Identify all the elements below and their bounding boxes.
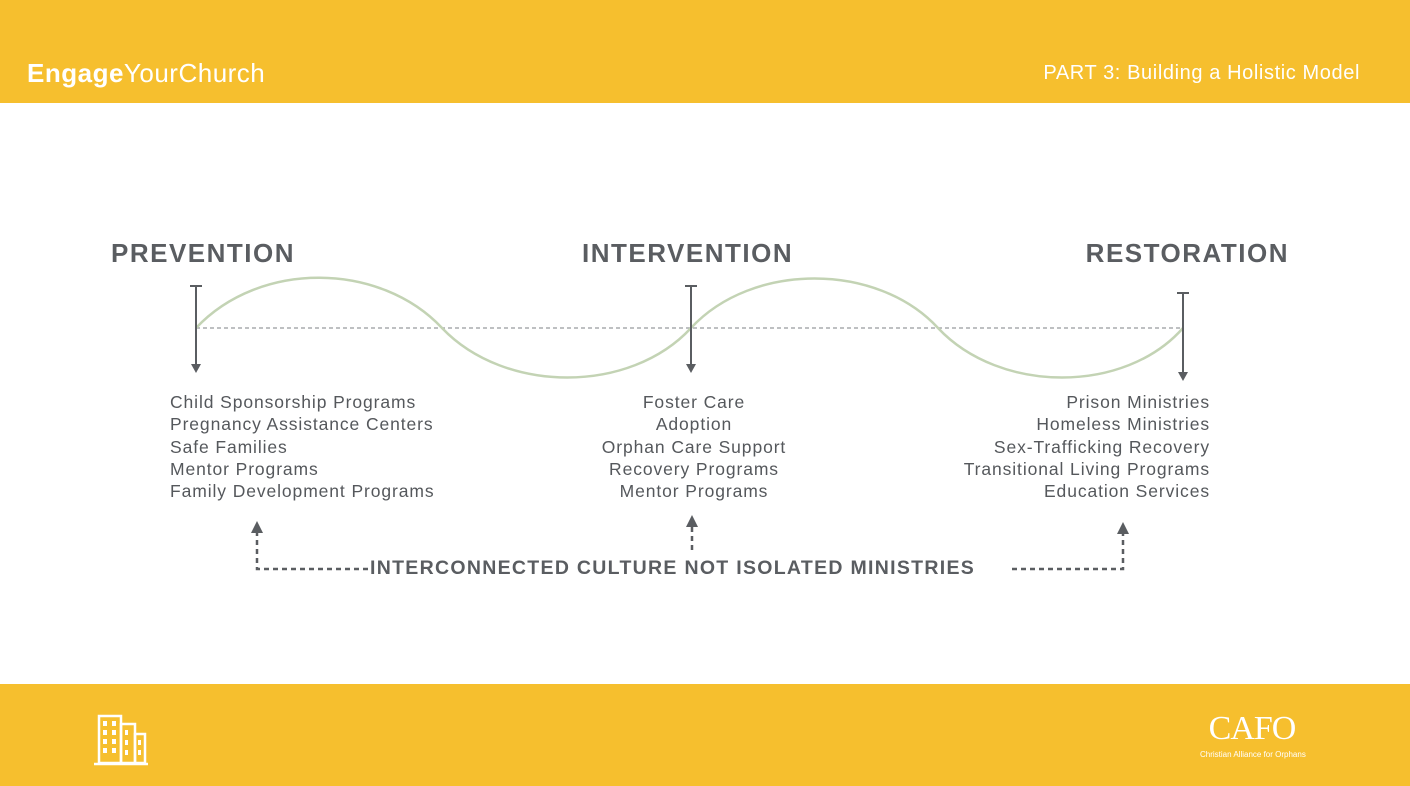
- marker-prevention: [190, 285, 202, 373]
- list-item: Mentor Programs: [619, 481, 769, 502]
- connector-arrow-middle: [686, 515, 698, 527]
- building-icon: [94, 714, 148, 766]
- marker-restoration: [1177, 292, 1189, 381]
- list-item: Recovery Programs: [609, 458, 779, 479]
- list-item: Safe Families: [170, 436, 288, 457]
- brand-bold: Engage: [27, 58, 124, 88]
- header-bar: [0, 0, 1410, 103]
- list-item: Orphan Care Support: [601, 436, 787, 457]
- list-item: Adoption: [655, 414, 733, 435]
- heading-prevention: PREVENTION: [111, 238, 296, 268]
- heading-restoration: RESTORATION: [1085, 238, 1289, 268]
- list-item: Homeless Ministries: [1036, 414, 1210, 435]
- brand-light: YourChurch: [123, 58, 266, 88]
- connector-arrow-left: [251, 521, 263, 533]
- footer-bar: [0, 684, 1410, 786]
- marker-intervention: [685, 285, 697, 373]
- cafo-tagline: Christian Alliance for Orphans: [1200, 750, 1306, 759]
- list-item: Pregnancy Assistance Centers: [170, 414, 434, 435]
- connector-arrow-right: [1117, 522, 1129, 534]
- cafo-logo: CAFO: [1208, 710, 1297, 747]
- list-item: Prison Ministries: [1066, 392, 1210, 412]
- list-item: Education Services: [1043, 481, 1210, 502]
- list-prevention: Child Sponsorship Programs Pregnancy Ass…: [170, 391, 435, 502]
- list-item: Mentor Programs: [170, 458, 319, 479]
- brand-title: EngageYourChurch: [27, 58, 265, 89]
- list-intervention: Foster Care Adoption Orphan Care Support…: [594, 391, 794, 502]
- list-restoration: Prison Ministries Homeless Ministries Se…: [964, 391, 1210, 502]
- list-item: Foster Care: [642, 392, 746, 412]
- continuum-wave: [195, 276, 1184, 379]
- list-item: Family Development Programs: [170, 481, 435, 502]
- connector-label: INTERCONNECTED CULTURE NOT ISOLATED MINI…: [370, 557, 976, 580]
- part-title: PART 3: Building a Holistic Model: [1043, 62, 1360, 84]
- list-item: Transitional Living Programs: [963, 458, 1210, 479]
- list-item: Child Sponsorship Programs: [170, 392, 417, 412]
- heading-intervention: INTERVENTION: [582, 238, 794, 268]
- list-item: Sex-Trafficking Recovery: [993, 436, 1210, 457]
